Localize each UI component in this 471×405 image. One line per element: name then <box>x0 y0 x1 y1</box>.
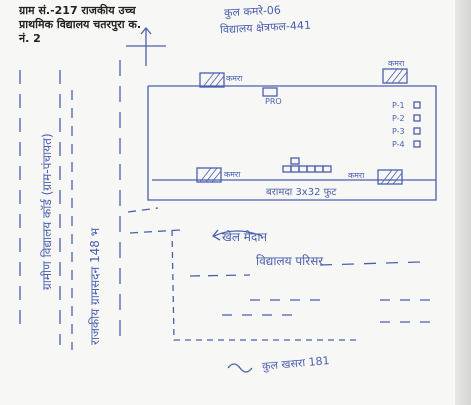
compass-arrow <box>140 26 152 35</box>
verandah-label: बरामदा 3x32 फुट <box>266 187 337 198</box>
room-bottom-left <box>196 167 222 183</box>
school-campus-label: विद्यालय परिसर <box>256 254 324 268</box>
header-line-1: ग्राम सं.-217 राजकीय उच्च <box>19 4 136 17</box>
pro-label: PRO <box>265 97 282 106</box>
room-top-left-label: कमरा <box>226 74 243 83</box>
header-line-2: प्राथमिक विद्यालय चतरपुरा क. <box>19 18 142 31</box>
room-bottom-left-label: कमरा <box>224 170 241 179</box>
playground-arrow <box>213 230 263 237</box>
room-top-right <box>382 68 408 84</box>
pro-block <box>262 87 278 97</box>
legend-item-1: P-1 <box>392 101 405 110</box>
legend-item-2: P-2 <box>392 114 405 123</box>
playground-label: खेल मैदान <box>222 230 268 244</box>
room-bottom-right <box>377 169 403 185</box>
room-top-left <box>199 72 225 88</box>
building-outline <box>147 85 437 201</box>
room-bottom-right-label: कमरा <box>348 171 365 180</box>
paper-edge <box>455 0 471 405</box>
campus-boundary <box>171 229 360 341</box>
stair-top <box>290 157 300 165</box>
legend-item-4: P-4 <box>392 140 405 149</box>
header-line-3: नं. 2 <box>19 32 41 45</box>
room-top-right-label: कमरा <box>388 59 405 68</box>
legend-item-3: P-3 <box>392 127 405 136</box>
